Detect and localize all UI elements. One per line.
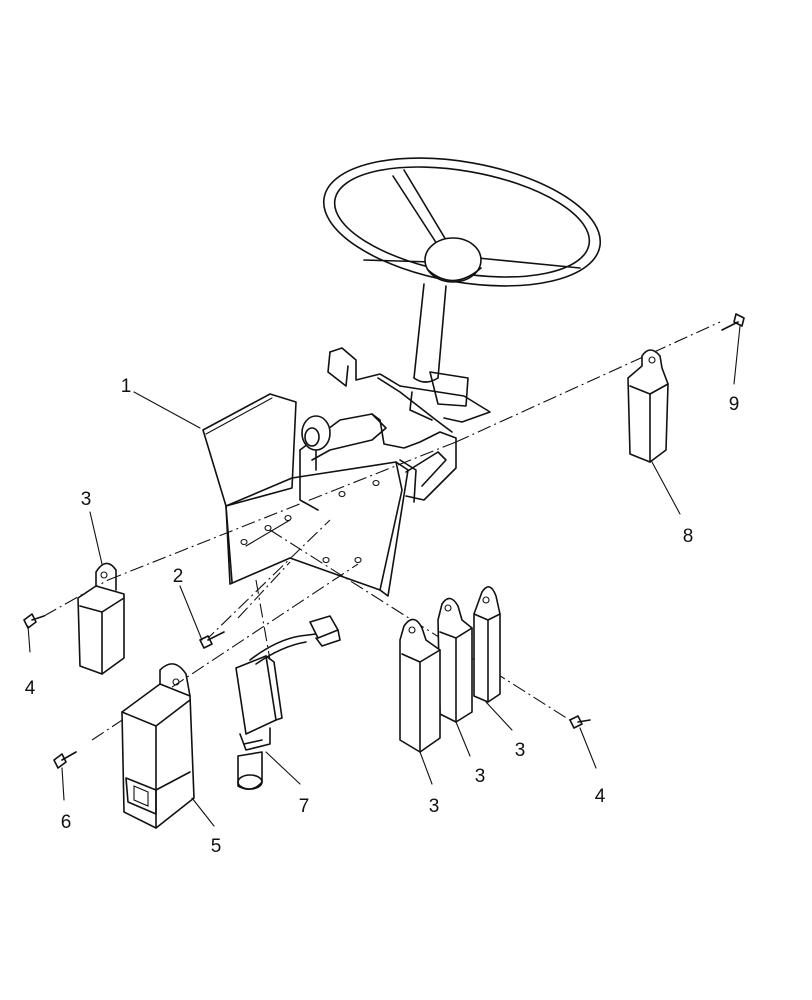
leader-lines — [27, 325, 741, 827]
plate-1 — [202, 393, 297, 583]
pads-3-right — [399, 586, 501, 753]
column-bracket — [327, 347, 491, 433]
callout-7: 7 — [299, 796, 310, 817]
block-5 — [121, 663, 195, 829]
pad-3-left — [77, 562, 125, 675]
steering-column — [413, 283, 447, 383]
callouts: 1 2 3 4 5 6 7 3 3 3 4 8 9 — [25, 376, 740, 857]
callout-2: 2 — [173, 566, 184, 587]
assembly-lines — [43, 321, 721, 741]
callout-3-b: 3 — [475, 766, 486, 787]
pad-8 — [627, 349, 669, 463]
callout-8: 8 — [683, 526, 694, 547]
mounting-panel — [225, 461, 409, 597]
callout-5: 5 — [211, 836, 222, 857]
support-bracket — [299, 413, 457, 511]
callout-1: 1 — [121, 376, 132, 397]
bolt-4-right — [569, 715, 591, 729]
callout-9: 9 — [729, 394, 740, 415]
callout-3-a: 3 — [429, 796, 440, 817]
callout-3-left: 3 — [81, 489, 92, 510]
bolt-6 — [53, 751, 77, 769]
bolt-4-left — [23, 613, 45, 629]
callout-6: 6 — [61, 812, 72, 833]
switch-7 — [235, 615, 341, 790]
callout-4-right: 4 — [595, 786, 606, 807]
bolt-9 — [721, 313, 745, 331]
callout-3-c: 3 — [515, 740, 526, 761]
steering-wheel — [322, 157, 602, 287]
callout-4-left: 4 — [25, 678, 36, 699]
bolt-2 — [199, 631, 225, 649]
